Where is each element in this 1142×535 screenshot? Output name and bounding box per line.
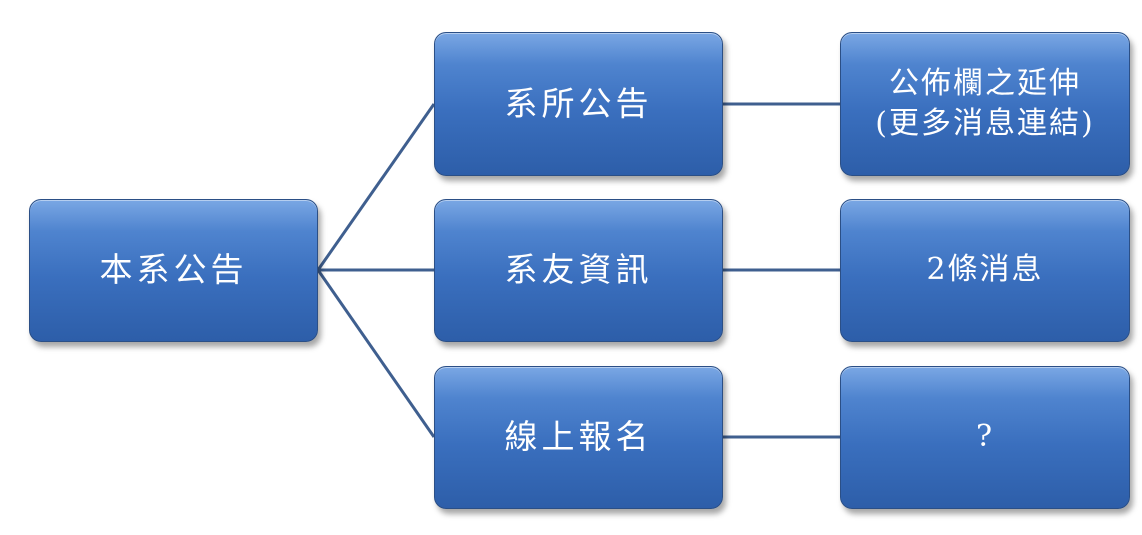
branch-node-2: 系友資訊 xyxy=(434,199,723,342)
detail-node-1: 公佈欄之延伸 (更多消息連結) xyxy=(840,32,1130,176)
detail-node-2-line-1: 2條消息 xyxy=(926,252,1044,288)
root-node: 本系公告 xyxy=(29,199,318,342)
detail-node-1-line-1: 公佈欄之延伸 xyxy=(888,65,1081,101)
detail-node-2: 2條消息 xyxy=(840,199,1130,342)
branch-node-1: 系所公告 xyxy=(434,32,723,176)
root-node-label: 本系公告 xyxy=(99,250,248,290)
detail-node-3: ? xyxy=(840,366,1130,509)
connector-root-branch-3 xyxy=(316,269,436,438)
detail-node-1-line-2: (更多消息連結) xyxy=(875,106,1095,141)
detail-node-3-line-1: ? xyxy=(975,419,995,455)
branch-node-2-label: 系友資訊 xyxy=(504,250,653,290)
branch-node-3: 線上報名 xyxy=(434,366,723,509)
branch-node-3-label: 線上報名 xyxy=(504,417,653,457)
connector-root-branch-1 xyxy=(316,103,436,271)
branch-node-1-label: 系所公告 xyxy=(504,83,653,123)
